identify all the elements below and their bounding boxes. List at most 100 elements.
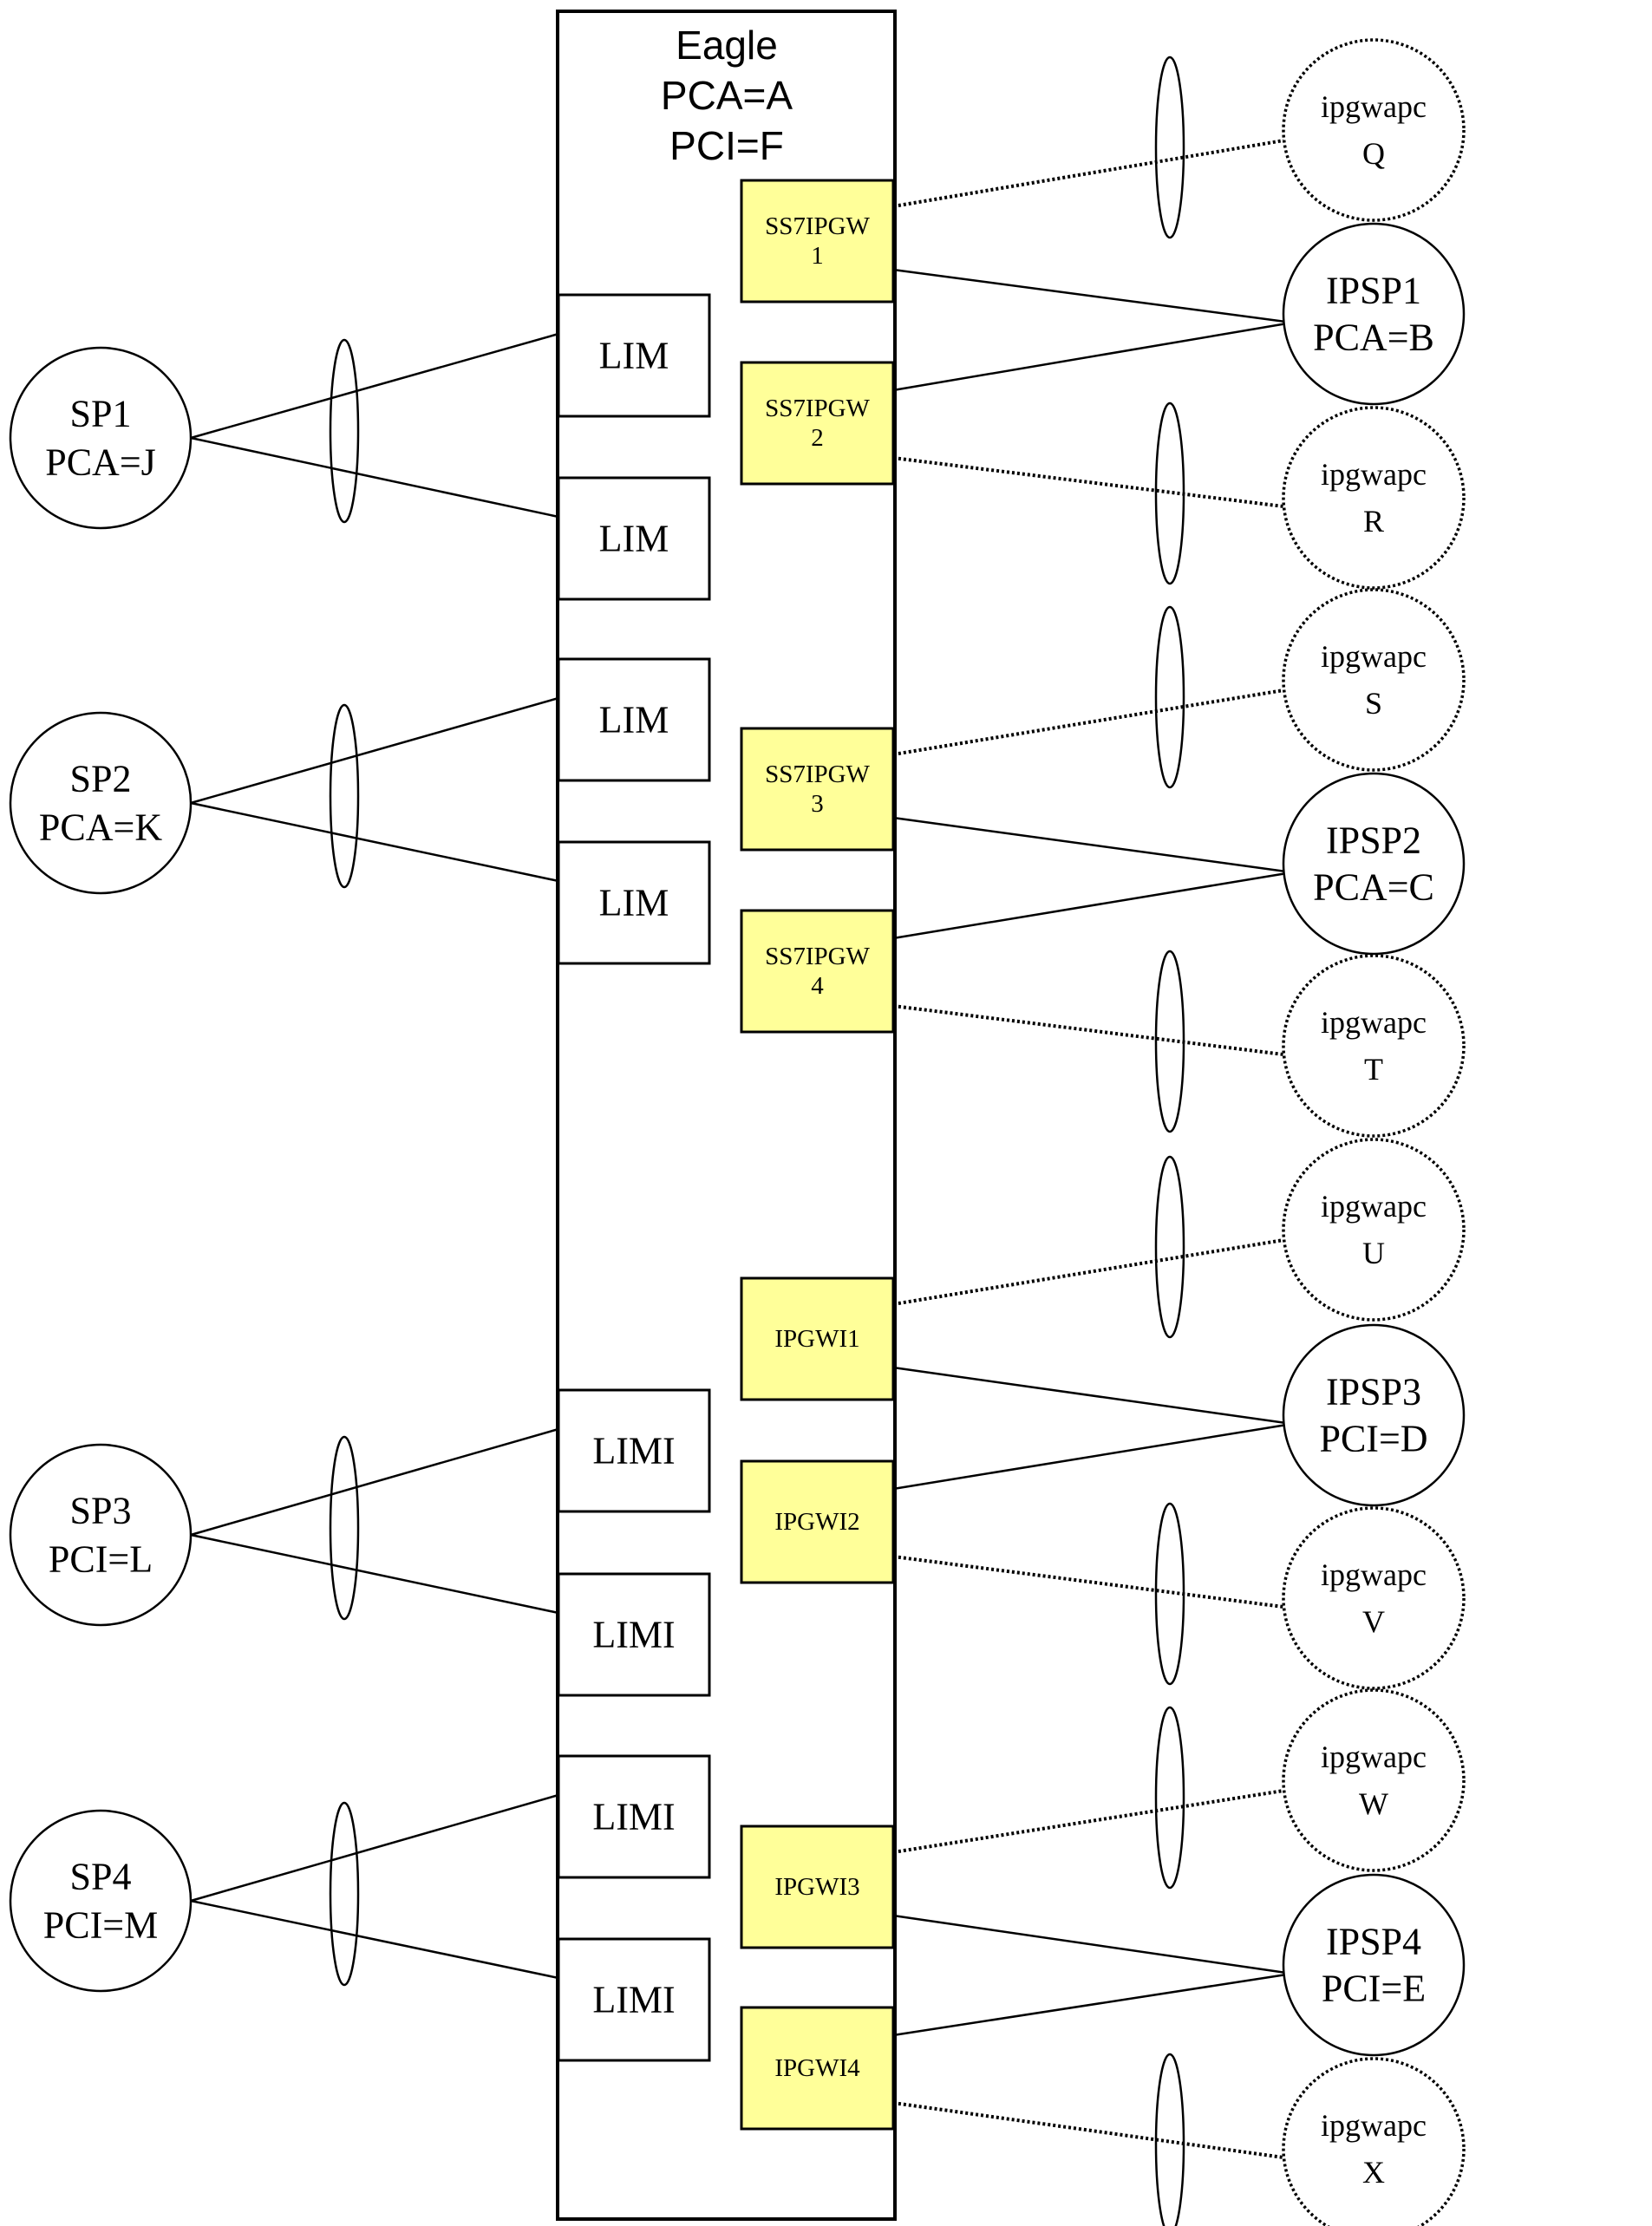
signaling-point-circle <box>9 1443 193 1627</box>
ss7ipgw-card-box <box>740 727 895 852</box>
ipgwapc-label: ipgwapc <box>1321 2108 1427 2143</box>
linkset-line <box>190 1793 559 1903</box>
ipgwi-card-box <box>740 1459 895 1584</box>
lim-card-box <box>557 840 711 965</box>
ss7ipgw-card-box <box>740 909 895 1034</box>
lim-card: LIM <box>557 293 711 418</box>
lim-card-box <box>557 1388 711 1513</box>
ipsp-label: PCI=E <box>1322 1968 1426 2010</box>
signaling-point-label: SP2 <box>70 758 132 800</box>
association-oval <box>1154 605 1185 789</box>
signaling-point-label: SP3 <box>70 1490 132 1532</box>
association-oval <box>1154 2053 1185 2226</box>
links-layer <box>190 55 1293 2226</box>
ss7ipgw-card-box <box>740 179 895 304</box>
ipgwi-card-label: IPGWI2 <box>774 1508 859 1536</box>
ipgwapc-circle <box>1282 406 1466 590</box>
lim-card-box <box>557 476 711 601</box>
linkset-oval <box>329 703 360 889</box>
shapes-layer: EaglePCA=APCI=FLIMLIMLIMLIMLIMILIMILIMIL… <box>9 10 1466 2226</box>
ipgwi-card-box <box>740 2006 895 2131</box>
lim-card-box <box>557 657 711 782</box>
lim-card: LIMI <box>557 1388 711 1513</box>
signaling-point-label: PCI=L <box>49 1538 153 1581</box>
ipsp-label: PCI=D <box>1319 1418 1427 1460</box>
lim-card: LIM <box>557 657 711 782</box>
ipsp-label: IPSP1 <box>1326 270 1421 312</box>
ss7ipgw-card-label: SS7IPGW <box>765 943 870 970</box>
lim-card-box <box>557 293 711 418</box>
ipsp-link <box>892 1972 1293 2037</box>
ipgwapc-label: ipgwapc <box>1321 1740 1427 1774</box>
ipsp-label: PCA=C <box>1313 866 1434 909</box>
ipsp-circle <box>1282 222 1466 406</box>
ipgwapc-label: R <box>1363 504 1384 539</box>
ipgwapc-label: ipgwapc <box>1321 1557 1427 1592</box>
lim-card: LIM <box>557 840 711 965</box>
linkset-line <box>190 332 559 440</box>
lim-card-label: LIM <box>599 882 669 924</box>
ipsp-link <box>892 321 1293 392</box>
eagle-label: Eagle <box>676 23 778 68</box>
ipgwi-card: IPGWI4 <box>740 2006 895 2131</box>
ipgwapc-label: Q <box>1362 136 1385 171</box>
linkset-line <box>190 1533 559 1615</box>
ipgwapc-label: ipgwapc <box>1321 1005 1427 1040</box>
lim-card: LIMI <box>557 1937 711 2062</box>
lim-card: LIMI <box>557 1754 711 1879</box>
association-oval <box>1154 950 1185 1133</box>
ipgwapc-label: X <box>1362 2155 1385 2190</box>
lim-card-box <box>557 1754 711 1879</box>
linkset-oval <box>329 1801 360 1987</box>
linkset-line <box>190 696 559 805</box>
ipgwi-card: IPGWI3 <box>740 1825 895 1949</box>
ss7ipgw-card-label: 1 <box>811 242 824 270</box>
ipsp-link <box>892 1366 1293 1426</box>
ipgwapc-link <box>892 1238 1284 1306</box>
ipsp-label: IPSP2 <box>1326 819 1421 862</box>
signaling-point-label: PCA=K <box>39 806 162 849</box>
ipgwapc-label: ipgwapc <box>1321 89 1427 124</box>
ipgwapc-label: W <box>1359 1786 1388 1821</box>
ipgwi-card: IPGWI1 <box>740 1276 895 1401</box>
ipsp-circle <box>1282 772 1466 956</box>
association-oval <box>1154 401 1185 585</box>
ipgwapc-label: S <box>1365 686 1382 721</box>
ipgwapc-label: ipgwapc <box>1321 639 1427 674</box>
ipsp-link <box>892 1914 1293 1975</box>
ipgwapc-link <box>892 456 1284 508</box>
ipgwi-card-label: IPGWI1 <box>774 1325 859 1353</box>
lim-card-label: LIMI <box>592 1796 675 1838</box>
ipsp-link <box>892 871 1293 940</box>
ipsp-link <box>892 1422 1293 1491</box>
signaling-point-label: PCI=M <box>43 1904 158 1947</box>
ipsp-link <box>892 268 1293 324</box>
lim-card-label: LIMI <box>592 1979 675 2021</box>
ipgwapc-circle <box>1282 1506 1466 1690</box>
lim-card-label: LIM <box>599 335 669 377</box>
ss7ipgw-card-label: 3 <box>811 790 824 818</box>
ipgwapc-label: T <box>1364 1052 1383 1087</box>
lim-card-label: LIM <box>599 699 669 741</box>
ipsp-link <box>892 816 1293 874</box>
association-oval <box>1154 1706 1185 1890</box>
ipgwapc-circle <box>1282 954 1466 1138</box>
